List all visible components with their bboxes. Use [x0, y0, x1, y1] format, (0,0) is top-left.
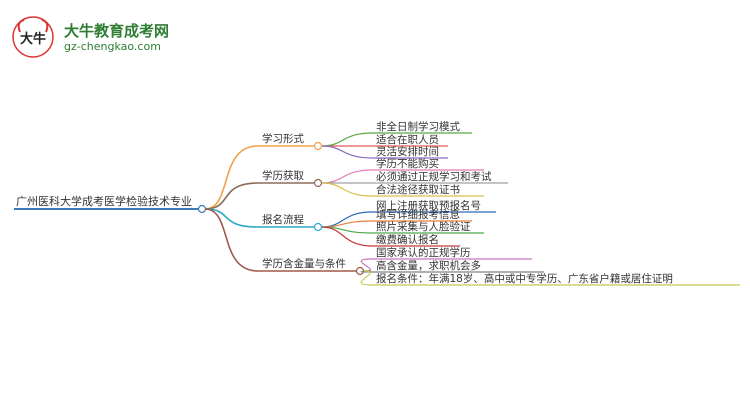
leaf-connector — [321, 132, 373, 147]
branch-connector-dot — [355, 266, 365, 276]
branch-label: 学习形式 — [262, 132, 304, 145]
branch-connector — [204, 145, 259, 210]
branch-label: 学历获取 — [262, 169, 304, 182]
leaf-connector — [321, 145, 373, 159]
leaf-connector — [321, 226, 373, 247]
leaf-label: 报名条件：年满18岁、高中或中专学历、广东省户籍或居住证明 — [376, 272, 673, 285]
root-node-label: 广州医科大学成考医学检验技术专业 — [16, 194, 192, 208]
leaf-connector — [321, 182, 373, 197]
branch-connector — [204, 182, 259, 210]
branch-label: 学历含金量与条件 — [262, 257, 346, 270]
logo-mark-text: 大牛 — [20, 31, 46, 47]
branch-label: 报名流程 — [262, 213, 304, 226]
leaf-label: 必须通过正规学习和考试 — [376, 170, 492, 183]
leaf-label: 非全日制学习模式 — [376, 120, 460, 133]
leaf-label: 适合在职人员 — [376, 133, 439, 146]
leaf-label: 学历不能购买 — [376, 157, 439, 170]
leaf-label: 照片采集与人脸验证 — [376, 220, 471, 233]
site-logo: 大牛 大牛教育成考网 gz-chengkao.com — [10, 14, 190, 60]
leaf-label: 网上注册获取预报名号 — [376, 199, 481, 212]
leaf-label: 高含金量，求职机会多 — [376, 259, 481, 272]
branch-connector-dot — [313, 178, 323, 188]
branch-connector — [204, 208, 259, 228]
branch-connector-dot — [313, 222, 323, 232]
leaf-label: 灵活安排时间 — [376, 145, 439, 158]
leaf-label: 合法途径获取证书 — [376, 183, 460, 196]
leaf-label: 填写详细报考信息 — [376, 208, 460, 221]
leaf-connector — [321, 220, 373, 228]
leaf-connector — [321, 169, 373, 184]
brand-domain: gz-chengkao.com — [64, 40, 161, 53]
brand-name: 大牛教育成考网 — [64, 22, 170, 40]
leaf-label: 国家承认的正规学历 — [376, 246, 471, 259]
leaf-connector — [321, 211, 373, 228]
leaf-label: 缴费确认报名 — [376, 233, 439, 246]
root-connector-dot — [197, 204, 207, 214]
bull-logo-icon: 大牛 — [12, 16, 54, 58]
leaf-connector — [360, 270, 373, 286]
branch-connector-dot — [313, 141, 323, 151]
branch-connector — [204, 208, 259, 272]
